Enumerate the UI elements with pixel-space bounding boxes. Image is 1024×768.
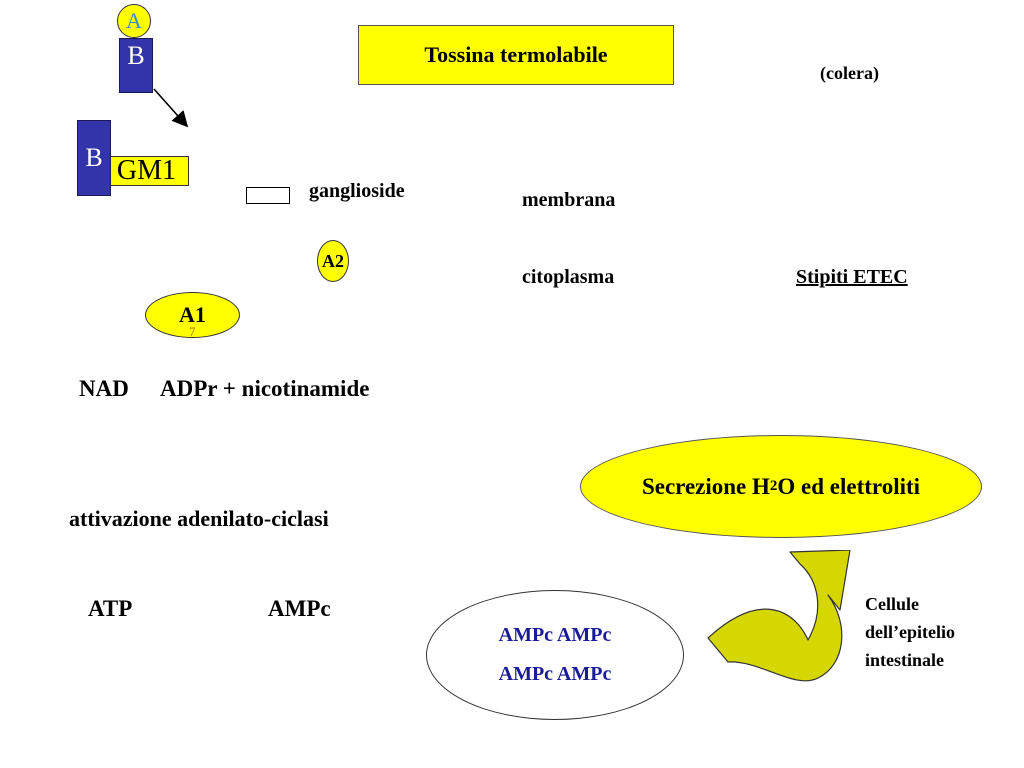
nad-products-label: ADPr + nicotinamide [160,376,370,401]
title-text: Tossina termolabile [424,42,608,67]
a1-fragment: A1 [145,292,240,338]
ampc-label: AMPc [268,596,331,621]
binding-arrow [153,88,189,128]
ampc-cluster: AMPc AMPc AMPc AMPc [426,590,684,720]
activation-label: attivazione adenilato-ciclasi [69,506,329,531]
ampc-line-2: AMPc AMPc [498,663,612,685]
cells-line-1: Cellule [865,594,919,614]
a1-label: A1 [179,302,206,327]
bound-subunit-b-label: B [85,143,103,172]
cells-line-2: dell’epitelio [865,622,955,642]
bound-subunit-b: B [77,120,111,196]
toxin-subunit-b-label: B [127,41,145,70]
colera-note: (colera) [820,63,879,83]
toxin-subunit-a-label: A [126,8,142,33]
ganglioside-label: ganglioside [309,180,405,202]
a2-label: A2 [322,250,344,271]
cytoplasm-label: citoplasma [522,266,615,288]
gm1-receptor: GM1 [105,155,189,186]
ampc-line-1: AMPc AMPc [498,624,612,646]
toxin-subunit-b: B [119,38,153,93]
secretion-subscript: 2 [769,478,778,494]
gm1-label: GM1 [116,155,176,186]
atp-label: ATP [88,596,133,621]
a1-mark: 7 [189,324,196,339]
nad-label: NAD [79,376,129,401]
ganglioside-symbol [246,187,290,204]
cells-line-3: intestinale [865,650,944,670]
curved-arrow-icon [707,550,851,682]
membrane-label: membrana [522,189,616,211]
secretion-suffix: O ed elettroliti [777,473,921,499]
a2-fragment: A2 [317,240,349,282]
etec-strains-label: Stipiti ETEC [796,266,908,288]
secretion-prefix: Secrezione H [641,473,770,499]
title-box: Tossina termolabile [358,25,674,85]
epithelial-cells-label: Cellule dell’epitelio intestinale [865,590,955,674]
toxin-subunit-a: A [117,4,151,38]
